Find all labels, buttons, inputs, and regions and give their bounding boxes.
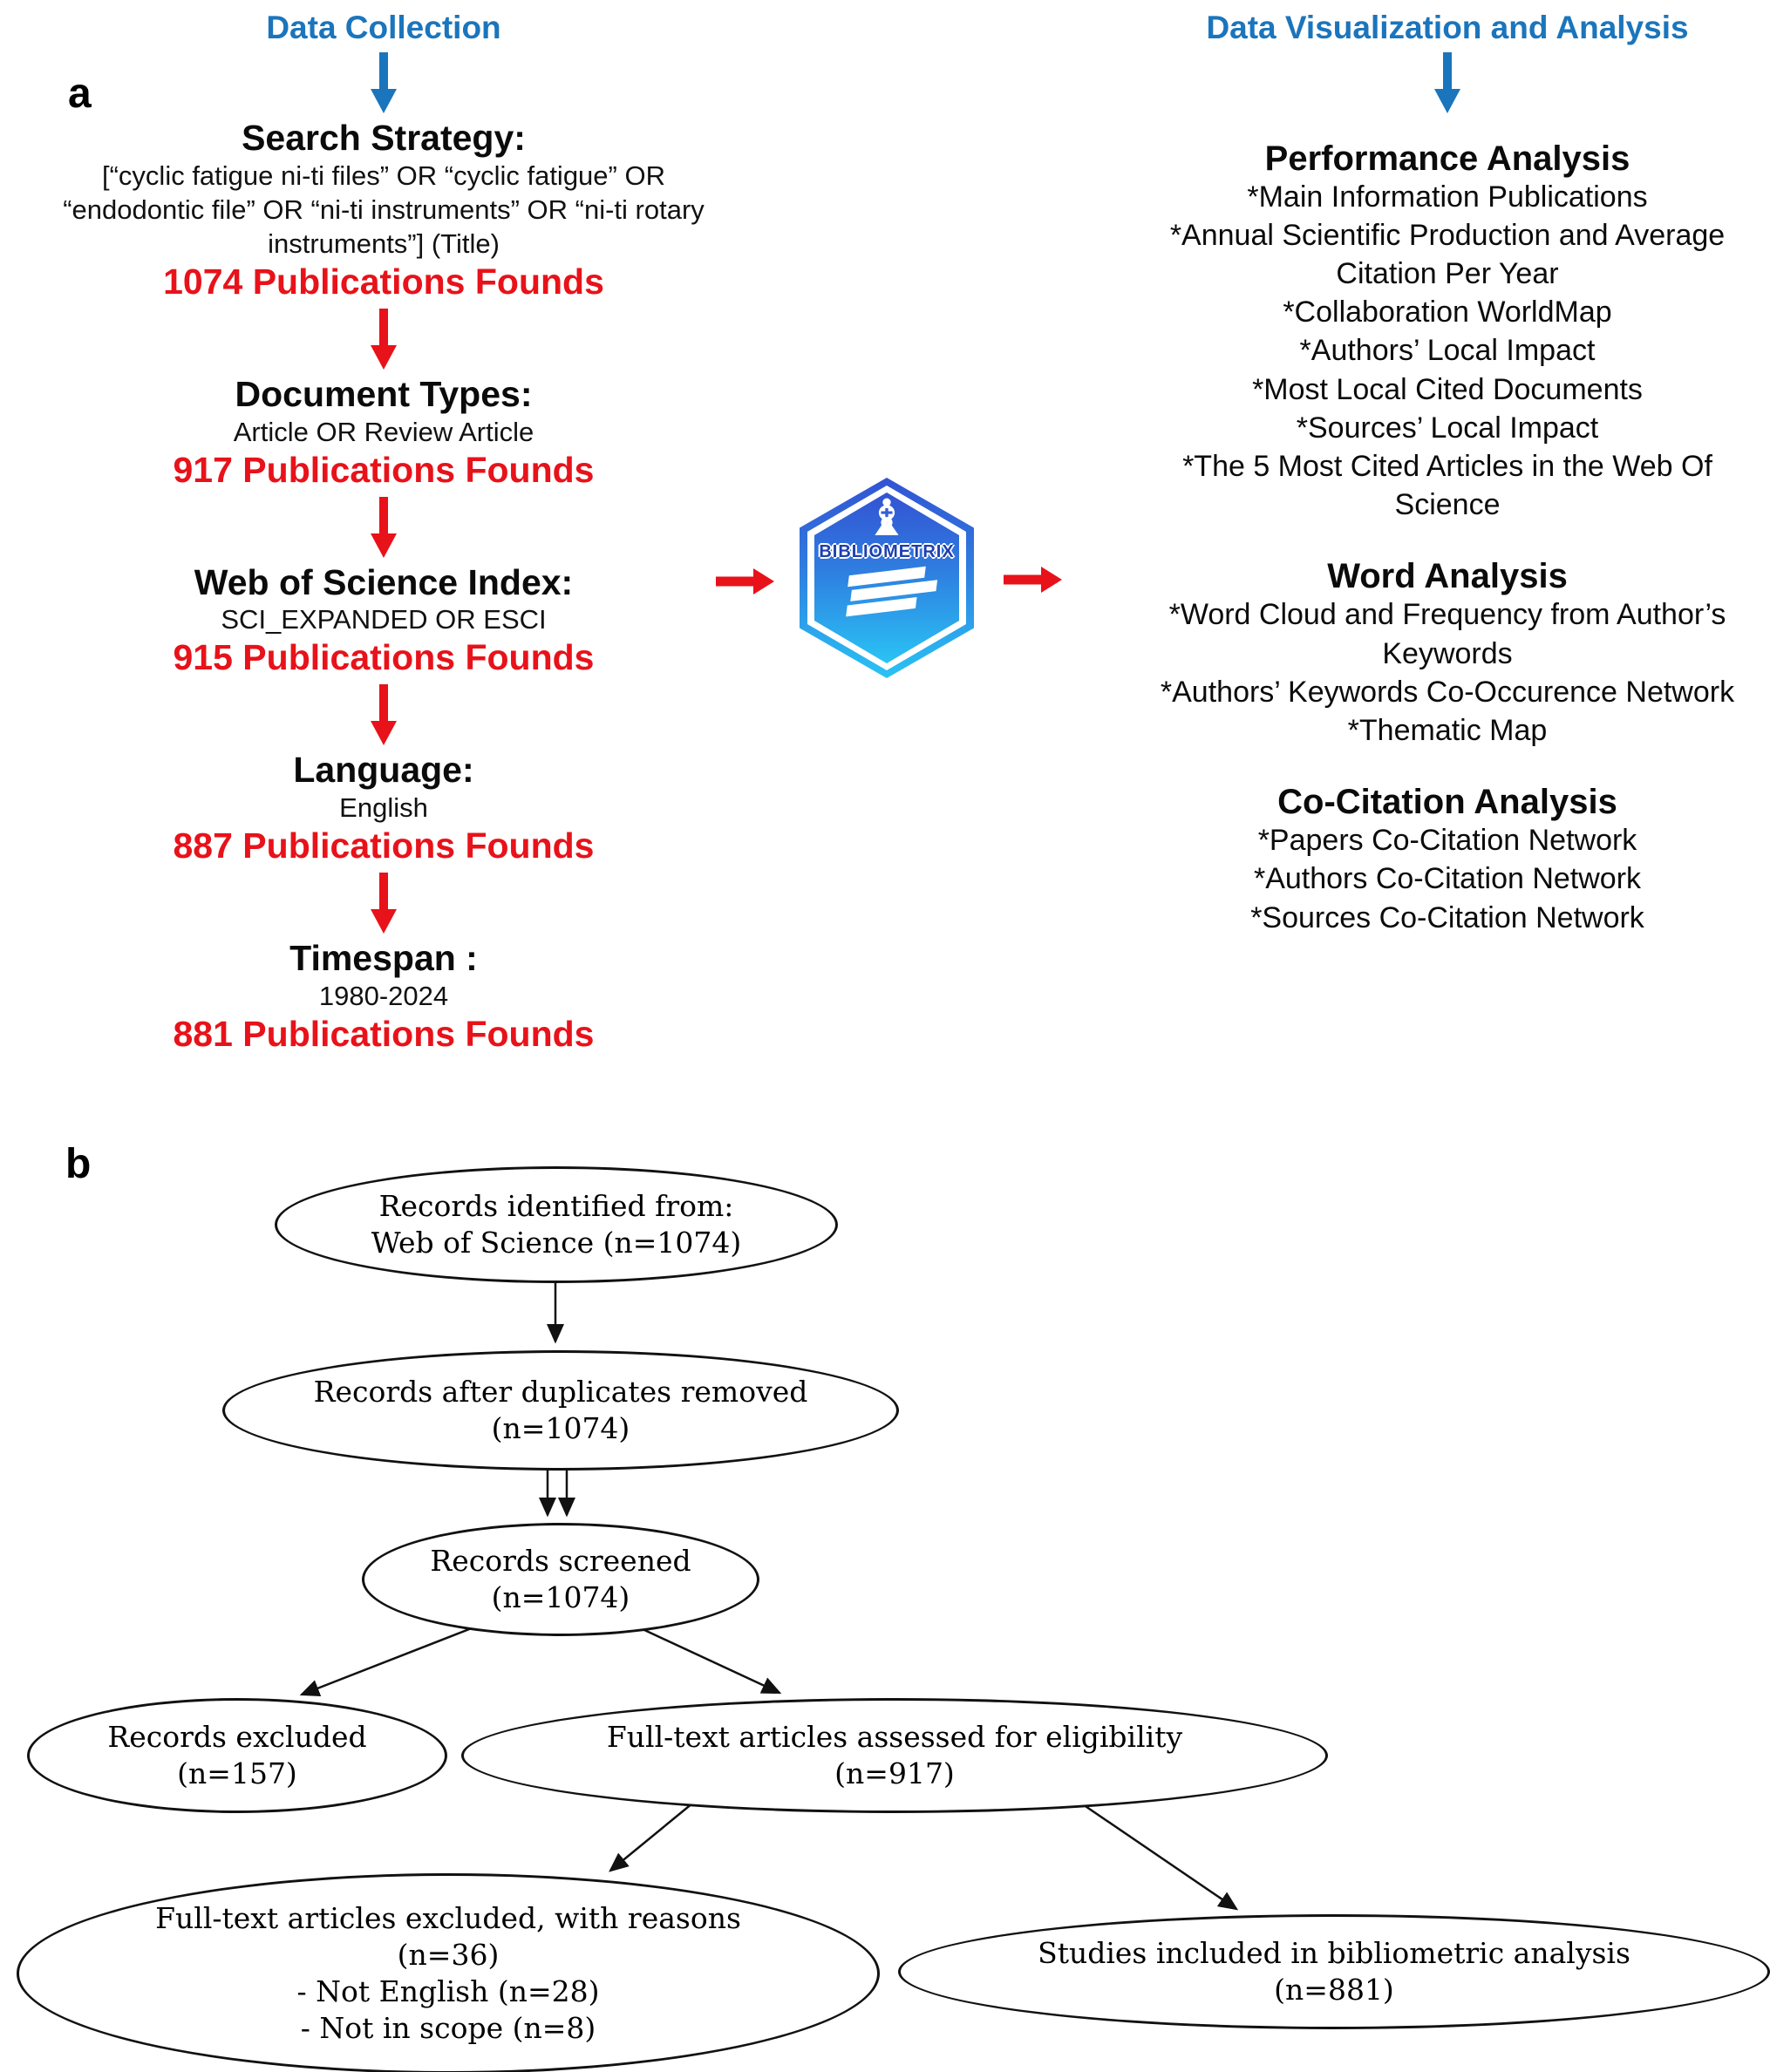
step-detail: [“cyclic fatigue ni-ti files” OR “cyclic… bbox=[102, 160, 665, 191]
node-records-screened: Records screened (n=1074) bbox=[362, 1523, 759, 1636]
bibliometrix-wordmark: BIBLIOMETRIX bbox=[819, 542, 955, 562]
section-item: *The 5 Most Cited Articles in the Web Of bbox=[1182, 450, 1712, 483]
step-title: Language: bbox=[293, 750, 474, 791]
node-line: (n=1074) bbox=[491, 1411, 630, 1445]
section-item: *Collaboration WorldMap bbox=[1283, 296, 1612, 329]
node-fulltext-excluded: Full-text articles excluded, with reason… bbox=[17, 1873, 880, 2072]
red-right-arrow-icon bbox=[1004, 567, 1062, 593]
step-wos-index: Web of Science Index: SCI_EXPANDED OR ES… bbox=[26, 561, 741, 679]
red-down-arrow-icon bbox=[371, 873, 397, 934]
step-search-strategy: Search Strategy: [“cyclic fatigue ni-ti … bbox=[26, 117, 741, 302]
step-detail: “endodontic file” OR “ni-ti instruments”… bbox=[63, 194, 705, 225]
step-result: 917 Publications Founds bbox=[173, 449, 595, 490]
node-records-excluded: Records excluded (n=157) bbox=[27, 1698, 447, 1813]
node-studies-included: Studies included in bibliometric analysi… bbox=[898, 1914, 1770, 2029]
section-item: Citation Per Year bbox=[1336, 257, 1559, 291]
step-detail: SCI_EXPANDED OR ESCI bbox=[221, 604, 547, 635]
node-line: Records identified from: bbox=[378, 1188, 734, 1223]
node-line: Records excluded bbox=[107, 1719, 367, 1754]
panel-b-label: b bbox=[65, 1141, 92, 1187]
arrow-fulltext-to-included bbox=[1077, 1799, 1239, 1911]
node-line: - Not English (n=28) bbox=[296, 1974, 600, 2008]
node-line: Full-text articles excluded, with reason… bbox=[155, 1900, 741, 1935]
arrow-screened-to-fulltext bbox=[629, 1621, 782, 1695]
step-result: 915 Publications Founds bbox=[173, 637, 595, 678]
data-visualization-header: Data Visualization and Analysis bbox=[1206, 10, 1689, 45]
step-result: 1074 Publications Founds bbox=[163, 261, 604, 302]
step-title: Timespan : bbox=[289, 938, 478, 979]
node-line: Studies included in bibliometric analysi… bbox=[1038, 1935, 1630, 1970]
blue-down-arrow-icon bbox=[371, 51, 397, 113]
node-line: Records screened bbox=[430, 1543, 691, 1578]
node-line: Web of Science (n=1074) bbox=[371, 1226, 742, 1260]
section-item: *Main Information Publications bbox=[1247, 180, 1648, 214]
section-item: *Annual Scientific Production and Averag… bbox=[1169, 218, 1726, 252]
arrow-screened-to-excluded bbox=[299, 1621, 486, 1697]
red-right-arrow-icon bbox=[716, 568, 774, 594]
data-collection-header: Data Collection bbox=[266, 10, 501, 45]
step-title: Search Strategy: bbox=[242, 117, 526, 158]
section-title-word-analysis: Word Analysis bbox=[1327, 557, 1568, 596]
step-title: Web of Science Index: bbox=[194, 561, 574, 602]
section-item: *Thematic Map bbox=[1347, 713, 1548, 747]
section-item: *Authors’ Local Impact bbox=[1299, 334, 1596, 368]
node-line: (n=157) bbox=[177, 1756, 297, 1790]
blue-down-arrow-icon bbox=[1434, 51, 1460, 113]
node-line: (n=881) bbox=[1274, 1973, 1394, 2007]
node-fulltext-assessed: Full-text articles assessed for eligibil… bbox=[461, 1698, 1328, 1813]
step-timespan: Timespan : 1980-2024 881 Publications Fo… bbox=[26, 938, 741, 1055]
data-collection-column: Data Collection Search Strategy: [“cycli… bbox=[26, 10, 741, 1055]
section-item: Keywords bbox=[1382, 636, 1513, 670]
section-title-performance: Performance Analysis bbox=[1264, 139, 1630, 178]
node-line: (n=917) bbox=[834, 1756, 955, 1790]
section-item: *Authors Co-Citation Network bbox=[1253, 862, 1642, 896]
section-title-co-citation: Co-Citation Analysis bbox=[1277, 783, 1617, 822]
step-detail: instruments”] (Title) bbox=[268, 228, 500, 259]
section-item: *Authors’ Keywords Co-Occurence Network bbox=[1160, 675, 1735, 709]
node-line: Full-text articles assessed for eligibil… bbox=[606, 1719, 1183, 1754]
node-line: Records after duplicates removed bbox=[313, 1374, 808, 1409]
red-down-arrow-icon bbox=[371, 684, 397, 746]
red-down-arrow-icon bbox=[371, 308, 397, 370]
step-title: Document Types: bbox=[235, 373, 533, 414]
node-after-duplicates: Records after duplicates removed (n=1074… bbox=[222, 1350, 899, 1471]
step-detail: English bbox=[339, 792, 428, 824]
data-visualization-column: Data Visualization and Analysis Performa… bbox=[1107, 10, 1770, 937]
section-item: *Papers Co-Citation Network bbox=[1257, 824, 1637, 858]
node-line: - Not in scope (n=8) bbox=[300, 2011, 596, 2046]
step-detail: Article OR Review Article bbox=[233, 416, 534, 447]
node-line: (n=1074) bbox=[491, 1580, 630, 1614]
node-line: (n=36) bbox=[397, 1937, 500, 1972]
step-language: Language: English 887 Publications Found… bbox=[26, 750, 741, 866]
node-records-identified: Records identified from: Web of Science … bbox=[275, 1166, 838, 1283]
step-detail: 1980-2024 bbox=[318, 981, 449, 1012]
step-document-types: Document Types: Article OR Review Articl… bbox=[26, 373, 741, 491]
step-result: 881 Publications Founds bbox=[173, 1014, 595, 1055]
arrow-fulltext-to-excluded bbox=[609, 1798, 698, 1872]
section-item: *Most Local Cited Documents bbox=[1252, 372, 1643, 406]
stacked-books-icon bbox=[845, 566, 938, 617]
section-item: *Word Cloud and Frequency from Author’s bbox=[1168, 598, 1726, 632]
red-down-arrow-icon bbox=[371, 496, 397, 558]
section-item: Science bbox=[1394, 488, 1501, 522]
step-result: 887 Publications Founds bbox=[173, 825, 595, 866]
bibliometrix-logo: ♝ BIBLIOMETRIX bbox=[800, 478, 974, 678]
section-item: *Sources’ Local Impact bbox=[1296, 411, 1599, 445]
panel-a-label: a bbox=[68, 71, 92, 117]
section-item: *Sources Co-Citation Network bbox=[1250, 900, 1644, 934]
